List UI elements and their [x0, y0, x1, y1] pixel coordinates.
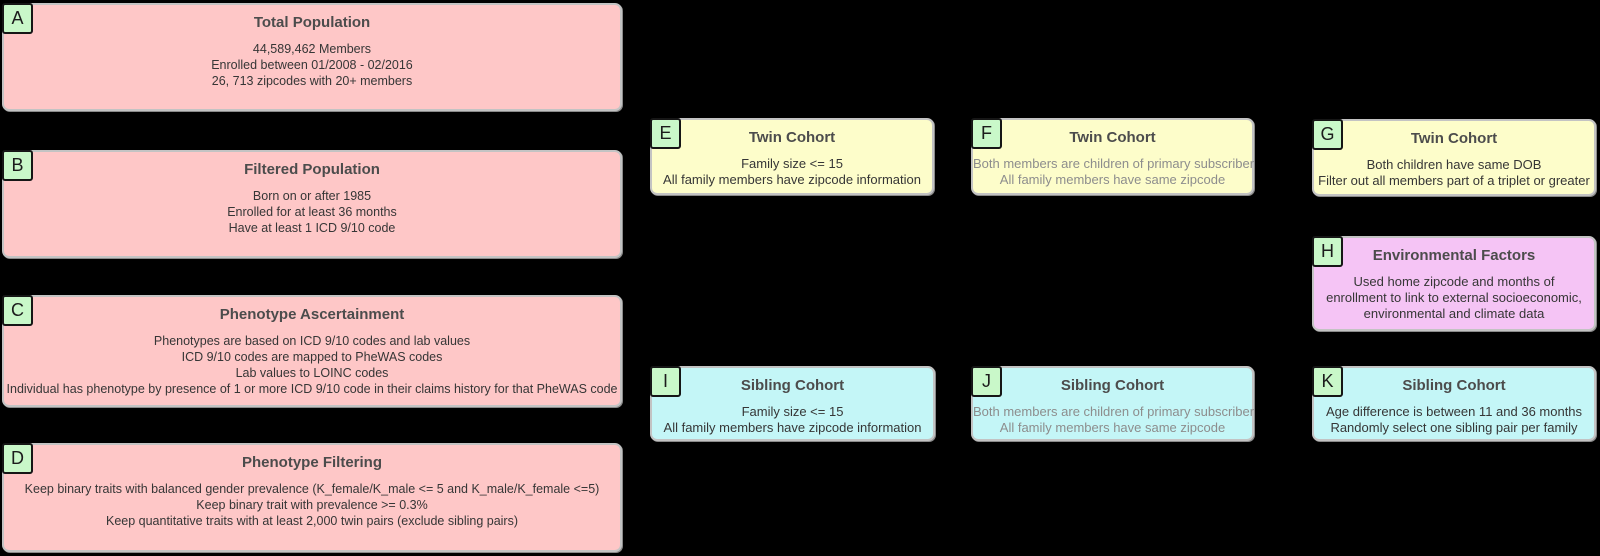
- box-letter-badge: K: [1312, 366, 1343, 397]
- box-title: Twin Cohort: [1069, 129, 1156, 146]
- box-title: Sibling Cohort: [740, 377, 845, 394]
- box-body-line: Keep binary traits with balanced gender …: [24, 482, 600, 496]
- box-title: Phenotype Ascertainment: [219, 306, 405, 323]
- box-body-line: Lab values to LOINC codes: [235, 366, 389, 380]
- box-body: Both members are children of primary sub…: [973, 404, 1255, 436]
- box-title: Total Population: [253, 14, 371, 31]
- box-body-line: All family members have zipcode informat…: [663, 420, 922, 435]
- box-title: Filtered Population: [244, 161, 380, 178]
- box-body-line: Keep quantitative traits with at least 2…: [105, 514, 519, 528]
- box-title: Twin Cohort: [748, 129, 836, 146]
- box-body-line: Both children have same DOB: [1366, 157, 1542, 172]
- box-body-line: Randomly select one sibling pair per fam…: [1330, 420, 1578, 435]
- box-body-line: All family members have same zipcode: [999, 420, 1226, 435]
- box-body-line: Filter out all members part of a triplet…: [1318, 173, 1590, 188]
- box-body-line: Enrolled for at least 36 months: [227, 205, 397, 219]
- box-letter-badge: E: [650, 118, 681, 149]
- box-body-line: Both members are children of primary sub…: [973, 156, 1255, 171]
- box-title: Sibling Cohort: [1402, 377, 1506, 394]
- box-letter-badge: F: [971, 118, 1002, 149]
- box-body-line: 26, 713 zipcodes with 20+ members: [211, 74, 413, 88]
- box-body-line: Enrolled between 01/2008 - 02/2016: [211, 58, 413, 72]
- box-body: Both members are children of primary sub…: [973, 156, 1255, 188]
- box-body-line: All family members have zipcode informat…: [663, 172, 921, 187]
- box-letter-badge: H: [1312, 236, 1343, 267]
- box-body-line: Born on or after 1985: [252, 189, 372, 203]
- box-title: Phenotype Filtering: [241, 454, 382, 471]
- box-letter-badge: A: [2, 3, 33, 34]
- box-body-line: Have at least 1 ICD 9/10 code: [228, 221, 396, 235]
- box-body: Keep binary traits with balanced gender …: [4, 481, 620, 529]
- box-letter-badge: C: [2, 295, 33, 326]
- box-letter-badge: J: [971, 366, 1002, 397]
- box-body-line: Family size <= 15: [741, 404, 844, 419]
- box-body-line: Both members are children of primary sub…: [973, 404, 1255, 419]
- box-body-line: Age difference is between 11 and 36 mont…: [1325, 404, 1583, 419]
- box-title: Sibling Cohort: [1060, 377, 1165, 394]
- box-body: Used home zipcode and months of enrollme…: [1314, 274, 1594, 322]
- box-body-line: Phenotypes are based on ICD 9/10 codes a…: [153, 334, 471, 348]
- box-body: Phenotypes are based on ICD 9/10 codes a…: [4, 333, 620, 397]
- box-body-line: All family members have same zipcode: [999, 172, 1226, 187]
- box-letter-badge: B: [2, 150, 33, 181]
- box-body-line: Family size <= 15: [741, 156, 843, 171]
- box-title: Twin Cohort: [1410, 130, 1498, 147]
- box-title: Environmental Factors: [1372, 247, 1536, 264]
- box-body-line: ICD 9/10 codes are mapped to PheWAS code…: [181, 350, 443, 364]
- box-letter-badge: I: [650, 366, 681, 397]
- box-letter-badge: G: [1312, 119, 1343, 150]
- box-body-line: Keep binary trait with prevalence >= 0.3…: [196, 498, 428, 512]
- box-body-line: Used home zipcode and months of enrollme…: [1326, 274, 1582, 321]
- box-letter-badge: D: [2, 443, 33, 474]
- box-body-line: 44,589,462 Members: [252, 42, 372, 56]
- box-body-line: Individual has phenotype by presence of …: [6, 382, 618, 396]
- box-body: Age difference is between 11 and 36 mont…: [1314, 404, 1594, 436]
